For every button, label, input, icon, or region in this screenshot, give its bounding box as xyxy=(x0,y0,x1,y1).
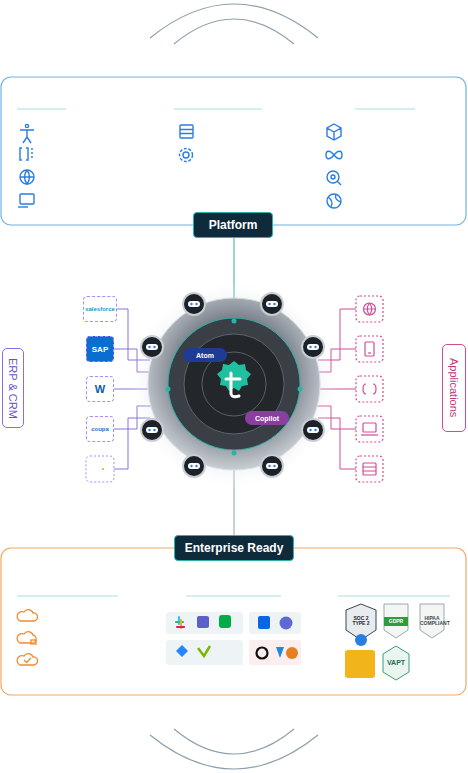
node-text: salesforce xyxy=(85,306,115,312)
wire xyxy=(114,238,356,535)
agent-pill: Atom xyxy=(183,348,227,362)
hub-dot xyxy=(166,319,303,456)
erp-dot xyxy=(102,468,104,470)
node-text: SOC 2 TYPE 2 xyxy=(348,616,374,627)
compliance-badge: GDPR xyxy=(384,617,408,626)
node-text: HIPAA COMPLIANT xyxy=(420,616,444,627)
erp-logo: SAP xyxy=(86,336,114,362)
node-text: W xyxy=(95,383,105,395)
node-text: Enterprise Ready xyxy=(185,541,284,555)
platform-icon xyxy=(18,124,342,208)
erp-slot xyxy=(86,456,114,482)
node-text: Atom xyxy=(196,352,214,359)
node-text: SAP xyxy=(92,345,108,354)
section-tag: Enterprise Ready xyxy=(174,535,294,561)
node-text: Platform xyxy=(209,218,258,232)
section-tag: Platform xyxy=(193,212,273,238)
compliance-badge: HIPAA COMPLIANT xyxy=(419,615,445,628)
hub-outer xyxy=(148,298,320,470)
agent-pill: Copilot xyxy=(245,411,289,425)
hub-ring xyxy=(168,318,300,450)
integration-logos xyxy=(166,612,301,665)
erp-logo: coupa xyxy=(86,416,114,442)
node-text: coupa xyxy=(91,426,109,432)
node-text: ERP & CRM xyxy=(7,358,19,419)
group-tag: Applications xyxy=(442,344,466,432)
enterprise-panel xyxy=(1,548,466,695)
node-text: GDPR xyxy=(389,619,403,625)
node-text: Applications xyxy=(448,358,460,417)
logo-mark xyxy=(226,373,240,397)
erp-logo: salesforce xyxy=(83,296,117,322)
erp-logo: W xyxy=(86,376,114,402)
column-rule xyxy=(17,596,450,597)
agent-bot xyxy=(141,293,324,477)
node-text: Copilot xyxy=(255,415,279,422)
node-text: VAPT xyxy=(387,659,405,667)
logo-gear xyxy=(217,361,251,391)
app-icon xyxy=(356,296,383,482)
column-rule xyxy=(17,109,415,110)
compliance-badge: VAPT xyxy=(385,658,407,668)
compliance-badge: SOC 2 TYPE 2 xyxy=(347,614,375,628)
hub-inner xyxy=(184,334,284,434)
hub-glow xyxy=(129,280,339,490)
cloud-icon xyxy=(17,610,37,665)
platform-panel xyxy=(1,77,466,225)
compliance-badges xyxy=(345,604,444,680)
group-tag: ERP & CRM xyxy=(2,348,24,428)
